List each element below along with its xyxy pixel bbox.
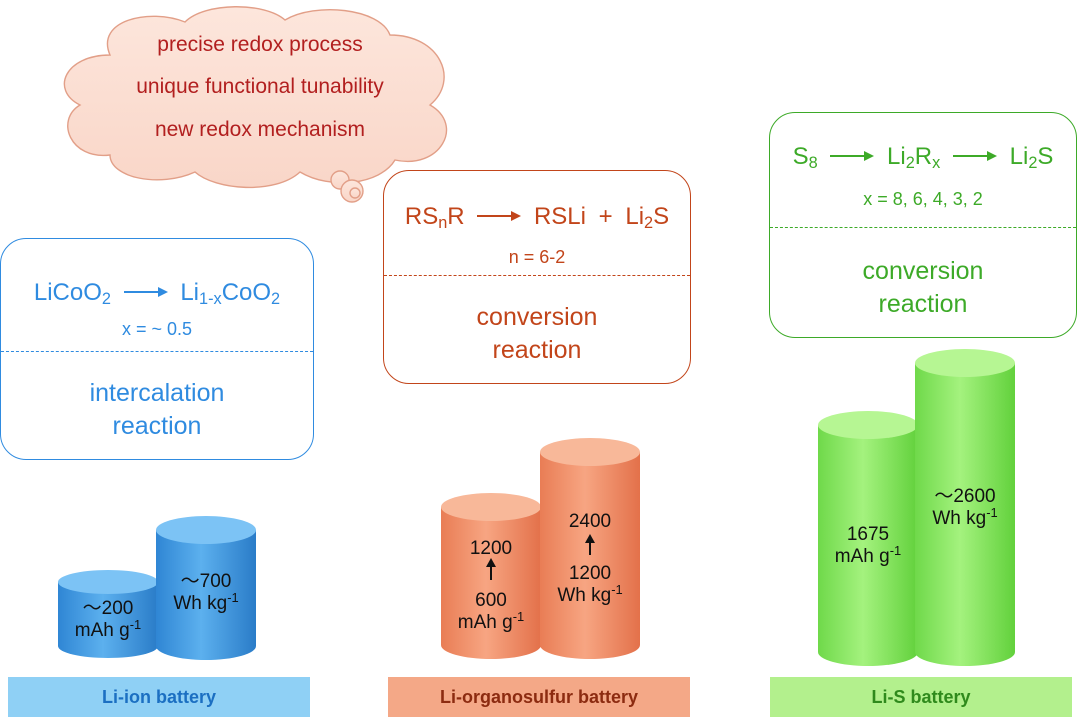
li-ion-mechanism: intercalation reaction: [89, 379, 225, 440]
li-s-param: x = 8, 6, 4, 3, 2: [863, 189, 983, 209]
li-ion-energy-label: ～700 Wh kg-1: [173, 571, 239, 614]
li-organosulfur-energy-cylinder: [540, 438, 640, 659]
li-organosulfur-capacity-top: 1200: [469, 538, 513, 559]
cloud-line-2: unique functional tunability: [136, 75, 384, 98]
li-ion-capacity-label: ～200 mAh g-1: [74, 598, 142, 641]
cloud-line-1: precise redox process: [157, 33, 363, 56]
li-organosulfur-capacity-bottom: 600 mAh g-1: [457, 590, 525, 633]
li-ion-capacity-cylinder: [58, 570, 158, 658]
li-ion-reaction-box: LiCoO2 Li1-xCoO2 x = ~ 0.5 intercalation…: [0, 238, 314, 460]
li-s-energy-label: ～2600 Wh kg-1: [932, 486, 998, 529]
li-organosulfur-mechanism: conversion reaction: [476, 303, 598, 364]
li-ion-energy-cylinder: [156, 516, 256, 660]
li-s-energy-cylinder: [915, 349, 1015, 666]
li-s-reaction-box: S8 Li2Rx Li2S x = 8, 6, 4, 3, 2 conversi…: [769, 112, 1077, 338]
li-organosulfur-energy-bottom: 1200 Wh kg-1: [557, 563, 623, 606]
li-s-reaction-equation: S8 Li2Rx Li2S: [792, 143, 1054, 173]
li-organosulfur-capacity-cylinder: [441, 493, 541, 659]
li-ion-battery-label: Li-ion battery: [8, 677, 310, 717]
li-s-capacity-label: 1675 mAh g-1: [834, 524, 902, 567]
arrow-icon: [952, 150, 997, 161]
arrow-icon: [477, 210, 522, 221]
li-s-divider: [770, 227, 1076, 228]
arrow-up-icon: [486, 558, 496, 580]
li-s-battery-label: Li-S battery: [770, 677, 1072, 717]
li-organosulfur-divider: [384, 275, 690, 276]
li-ion-reaction-equation: LiCoO2 Li1-xCoO2: [33, 279, 281, 309]
li-ion-param: x = ~ 0.5: [121, 319, 193, 339]
cloud-line-3: new redox mechanism: [154, 118, 366, 141]
li-s-mechanism: conversion reaction: [862, 257, 984, 318]
li-organosulfur-battery-label: Li-organosulfur battery: [388, 677, 690, 717]
li-organosulfur-param: n = 6-2: [508, 247, 566, 267]
thought-cloud: [63, 6, 448, 203]
li-s-capacity-cylinder: [818, 411, 918, 666]
arrow-up-icon: [585, 534, 595, 555]
li-organosulfur-energy-top: 2400: [568, 511, 612, 532]
arrow-icon: [830, 150, 875, 161]
li-organosulfur-reaction-box: RSnR RSLi + Li2S n = 6-2 conversion reac…: [383, 170, 691, 384]
li-organosulfur-reaction-equation: RSnR RSLi + Li2S: [404, 203, 670, 233]
li-ion-divider: [1, 351, 313, 352]
arrow-icon: [123, 286, 168, 297]
